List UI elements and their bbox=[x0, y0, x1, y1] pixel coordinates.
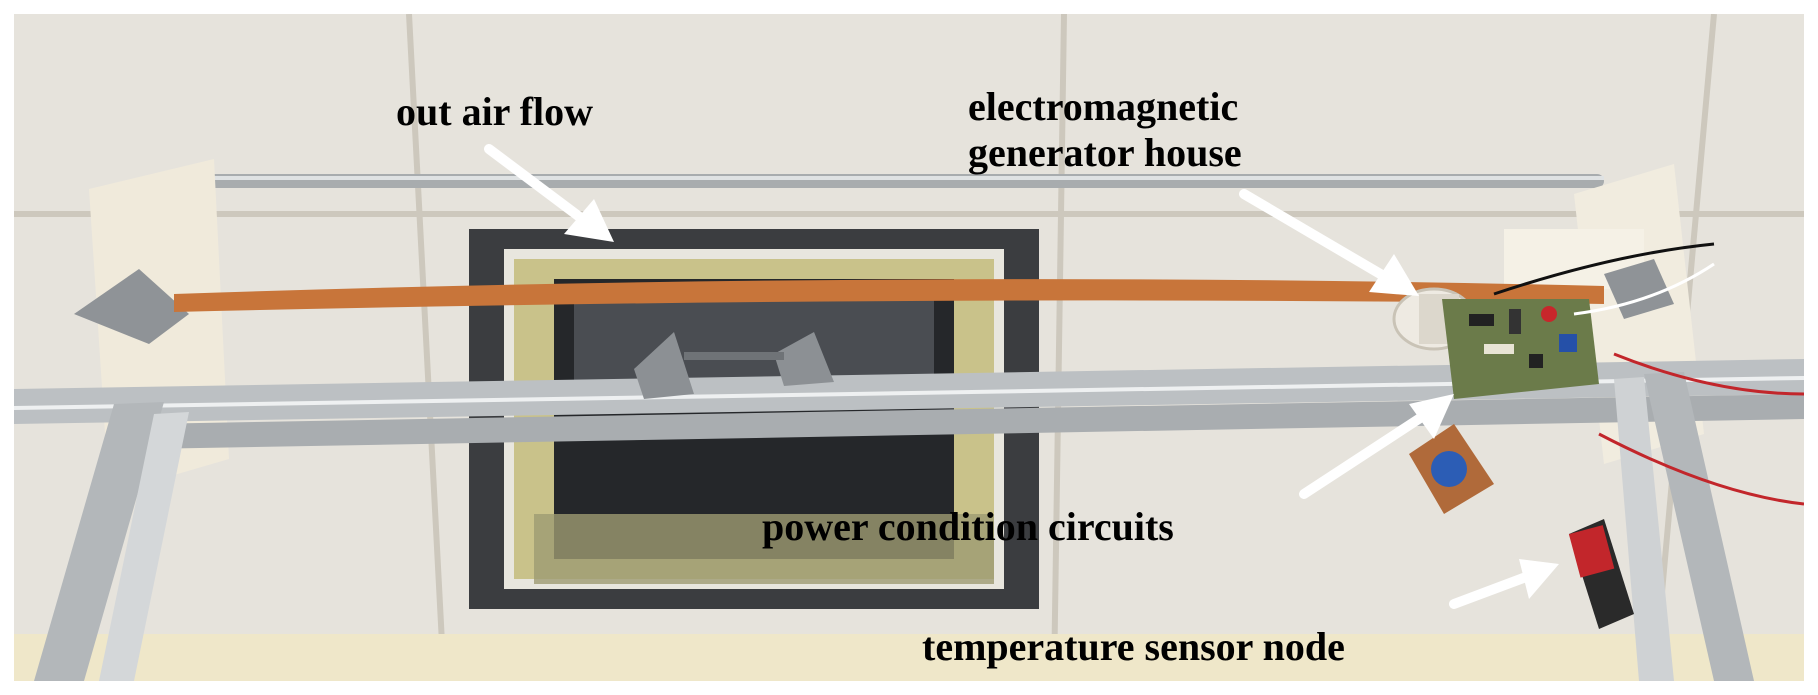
wires bbox=[1493, 242, 1804, 506]
label-power-condition-circuits: power condition circuits bbox=[762, 504, 1174, 549]
orange-belt bbox=[174, 279, 1604, 312]
arrow-icon bbox=[1239, 189, 1399, 287]
label-generator-line2: generator house bbox=[968, 130, 1242, 175]
arrow-icon bbox=[1299, 404, 1439, 499]
photo-scene bbox=[14, 14, 1804, 681]
arrow-icon bbox=[1449, 569, 1539, 609]
temperature-sensor-board bbox=[1568, 519, 1634, 629]
aluminium-frame bbox=[14, 359, 1804, 681]
arrow-icon bbox=[484, 144, 594, 229]
photo-frame: out air flow electromagnetic generator h… bbox=[14, 14, 1804, 681]
supercapacitor bbox=[1409, 424, 1494, 514]
center-clamps bbox=[634, 332, 834, 399]
label-generator-house: electromagnetic generator house bbox=[968, 84, 1242, 176]
arrow-icons bbox=[484, 144, 1559, 609]
label-generator-line1: electromagnetic bbox=[968, 84, 1239, 129]
power-condition-pcb bbox=[1442, 299, 1599, 399]
label-temperature-sensor-node: temperature sensor node bbox=[922, 624, 1345, 669]
label-out-air-flow: out air flow bbox=[396, 89, 594, 134]
